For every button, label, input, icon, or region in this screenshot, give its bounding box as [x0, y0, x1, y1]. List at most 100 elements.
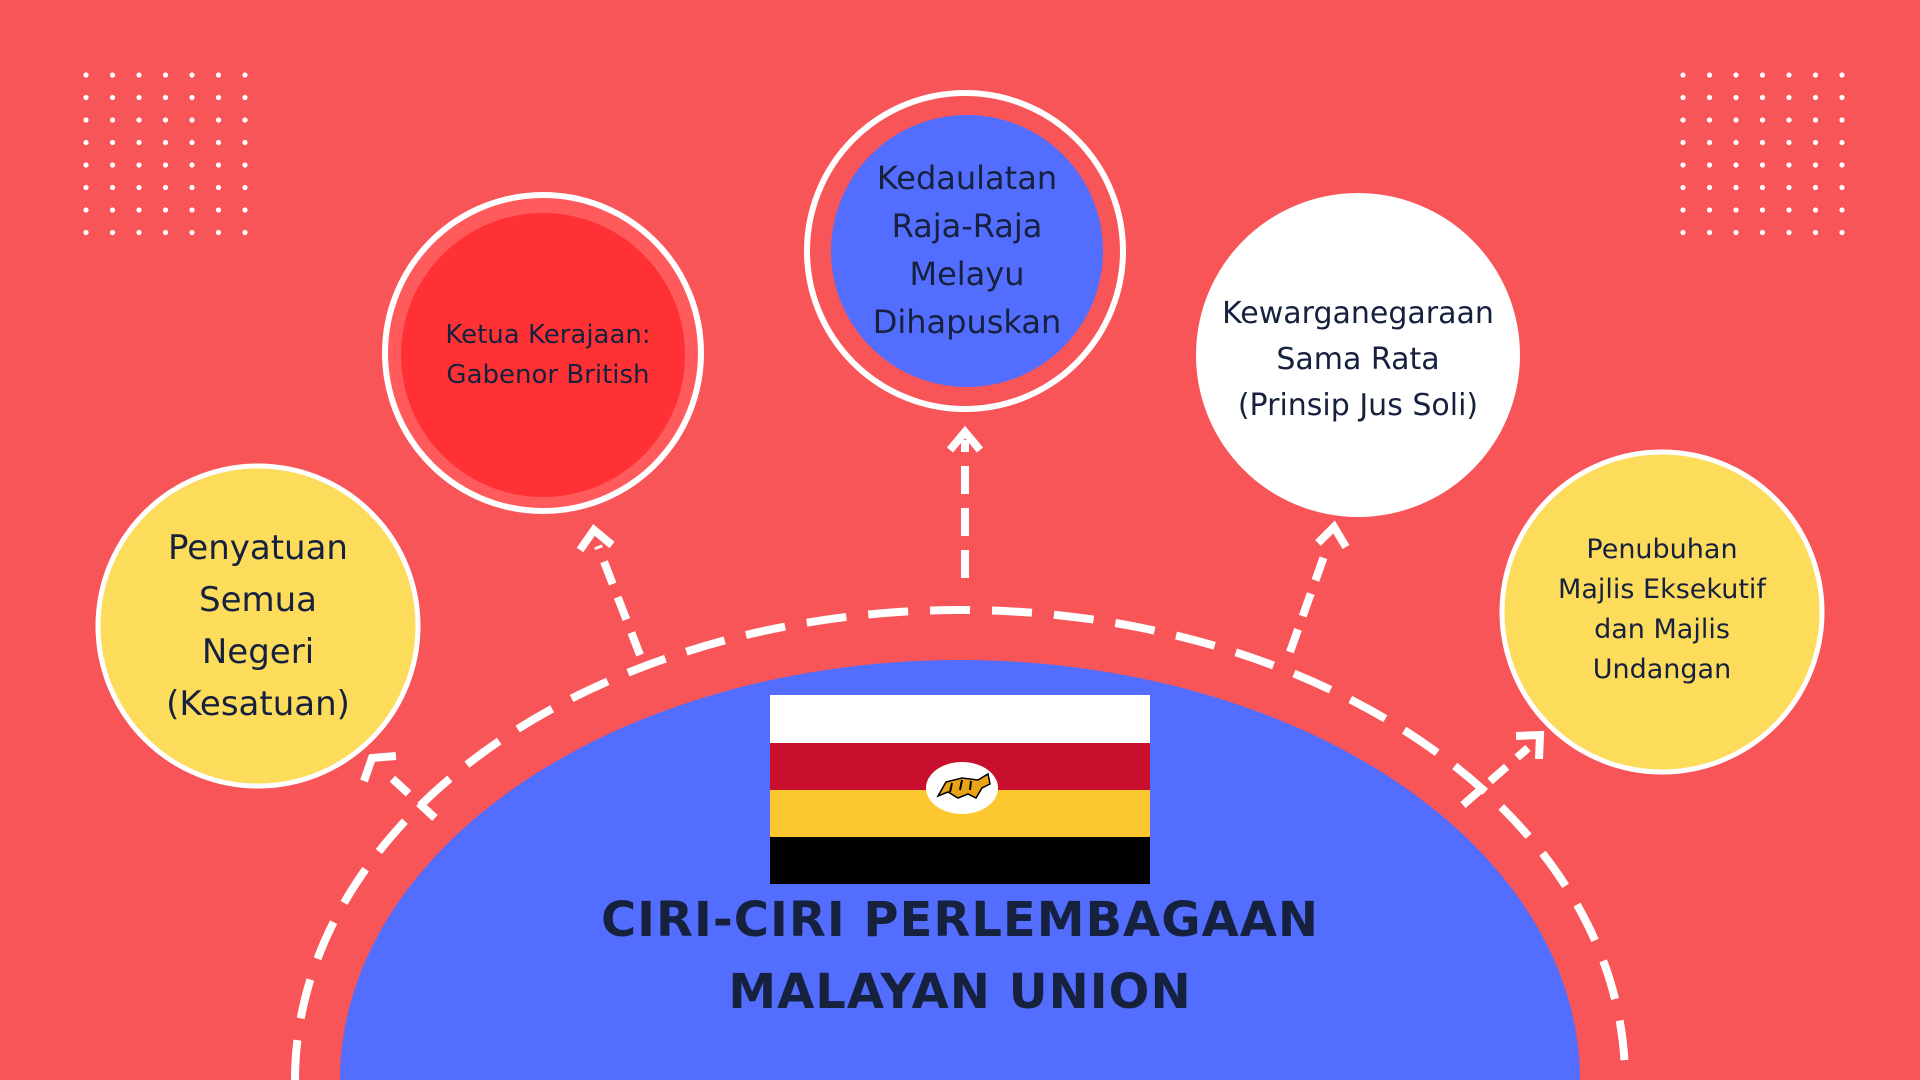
node-penubuhan-label: Penubuhan Majlis Eksekutif dan Majlis Un…: [1558, 534, 1766, 685]
decor-dot: [162, 162, 169, 168]
decor-dot: [189, 162, 195, 168]
decor-dot: [1680, 94, 1686, 101]
decor-dot: [1706, 72, 1713, 78]
decor-dot: [1680, 72, 1686, 78]
decor-dot: [1786, 72, 1792, 78]
decor-dot: [1733, 162, 1739, 168]
decor-dot: [162, 229, 169, 236]
decor-dot: [1786, 117, 1792, 123]
decor-dot: [162, 94, 169, 101]
decor-dot: [136, 117, 142, 123]
decor-dot: [136, 184, 142, 191]
decor-dot: [1786, 94, 1792, 101]
decor-dot: [242, 117, 248, 123]
decor-dot: [1839, 184, 1845, 191]
decor-dot: [1706, 94, 1713, 101]
node-penubuhan-circle: [1499, 449, 1825, 775]
decor-dot: [1706, 229, 1713, 236]
arrow-to-penubuhan: [1460, 730, 1545, 809]
decor-dot: [1812, 207, 1819, 213]
decor-dot: [109, 207, 116, 213]
decor-dot: [215, 207, 222, 213]
decor-dot: [1839, 94, 1845, 101]
decor-dot: [1759, 162, 1766, 168]
decor-dot: [109, 162, 116, 168]
node-ketua-label: Ketua Kerajaan: Gabenor British: [445, 320, 651, 390]
arrow-to-kewarganegaraan: [1286, 520, 1350, 654]
decor-dot: [1812, 94, 1819, 101]
decor-dot: [215, 184, 222, 191]
decor-dot: [189, 207, 195, 213]
decor-dot: [242, 229, 248, 236]
decor-dot: [1759, 117, 1766, 123]
decor-dot: [1759, 72, 1766, 78]
decor-dot: [1759, 139, 1766, 146]
decor-dot: [83, 207, 89, 213]
decor-dot: [83, 162, 89, 168]
decor-dot: [1733, 117, 1739, 123]
arrow-to-kedaulatan: [946, 425, 984, 578]
node-ketua-circle: [382, 192, 704, 514]
decor-dot: [215, 229, 222, 236]
decor-dot: [1680, 162, 1686, 168]
decor-dot: [1733, 94, 1739, 101]
decor-dot: [136, 94, 142, 101]
decor-dot: [1786, 184, 1792, 191]
decor-dot: [1839, 229, 1845, 236]
decor-dot: [162, 72, 169, 78]
decor-dot: [1706, 162, 1713, 168]
decor-dot: [1706, 184, 1713, 191]
decor-dot: [1706, 117, 1713, 123]
decor-dot: [215, 139, 222, 146]
node-penyatuan-circle: [95, 463, 421, 789]
decor-dot: [242, 162, 248, 168]
decor-dot: [1839, 117, 1845, 123]
decor-dot: [1812, 72, 1819, 78]
decor-dot: [189, 139, 195, 146]
decor-dot: [1680, 117, 1686, 123]
decor-dot: [189, 229, 195, 236]
decor-dot: [189, 184, 195, 191]
decor-dot: [1786, 162, 1792, 168]
decor-dot: [1839, 72, 1845, 78]
decor-dot: [1706, 139, 1713, 146]
decor-dot: [189, 72, 195, 78]
decor-dot: [189, 94, 195, 101]
decor-dot: [136, 162, 142, 168]
decor-dot: [242, 72, 248, 78]
decor-dot: [1680, 139, 1686, 146]
decor-dot: [1786, 139, 1792, 146]
decor-dot: [1839, 207, 1845, 213]
decor-dot: [83, 94, 89, 101]
node-kewarganegaraan-circle: [1196, 193, 1520, 517]
decor-dot: [1786, 207, 1792, 213]
diagram-title-line-1: CIRI-CIRI PERLEMBAGAAN: [600, 892, 1320, 948]
decor-dot: [109, 72, 116, 78]
decor-dot: [1839, 162, 1845, 168]
decor-dot: [242, 207, 248, 213]
decor-dot: [109, 94, 116, 101]
tiger-icon: [926, 762, 998, 814]
malayan-union-flag: [770, 695, 1150, 884]
decor-dot: [83, 184, 89, 191]
decor-dot: [1786, 229, 1792, 236]
decor-dot: [215, 162, 222, 168]
decor-dot: [1812, 139, 1819, 146]
decor-dot: [1733, 139, 1739, 146]
decor-dot: [83, 139, 89, 146]
decor-dot: [1812, 162, 1819, 168]
arrow-to-ketua: [576, 524, 644, 657]
decor-dot: [109, 139, 116, 146]
decor-dot: [242, 184, 248, 191]
decor-dot: [109, 184, 116, 191]
decor-dot: [242, 94, 248, 101]
decor-dot: [1839, 139, 1845, 146]
decor-dot: [1680, 184, 1686, 191]
decor-dot: [136, 72, 142, 78]
decor-dot: [83, 229, 89, 236]
decor-dot: [83, 117, 89, 123]
decor-dot: [109, 229, 116, 236]
decor-dot: [162, 117, 169, 123]
decor-dot: [162, 207, 169, 213]
dashed-arc: [291, 606, 1629, 1080]
